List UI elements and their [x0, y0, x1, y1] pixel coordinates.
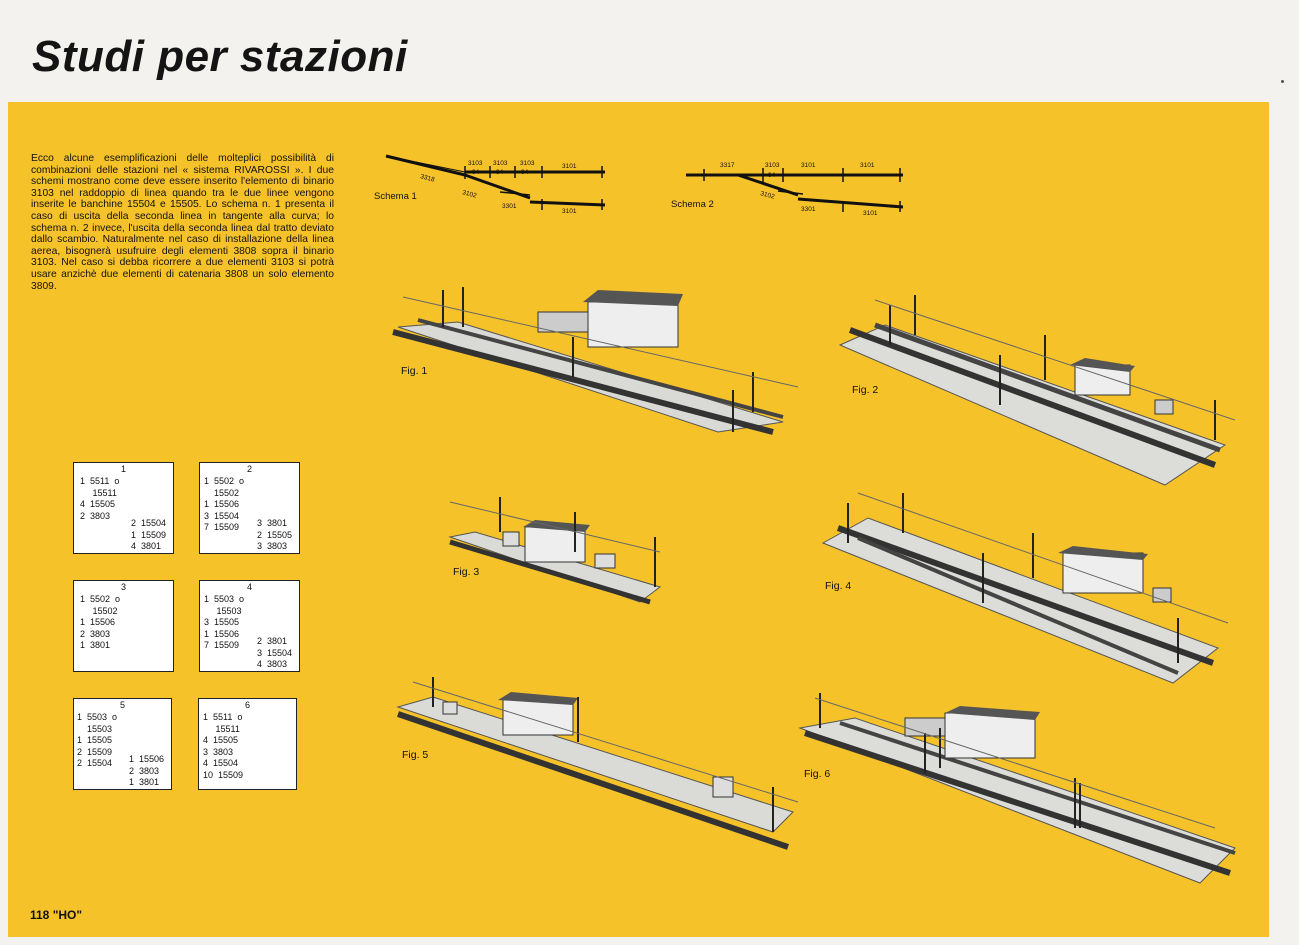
schema-1-code: 3101 [562, 208, 577, 215]
schema-2-label: Schema 2 [671, 199, 714, 210]
station-model-fig-4 [821, 492, 1229, 684]
page-footer: 118 "HO" [30, 908, 83, 922]
schema-2-diagram: 3317 3103 3101 3101 94 3102 3301 3101 Sc… [671, 162, 904, 217]
schema-1-code: 94 [472, 169, 480, 176]
schema-1-diagram: 3103 3103 3103 3101 94 94 94 3318 3102 3… [374, 154, 606, 215]
station-model-fig-5 [396, 677, 799, 850]
page-title: Studi per stazioni [32, 32, 408, 81]
schema-1-code: 3318 [419, 173, 435, 184]
schema-2-code: 3101 [801, 162, 816, 169]
schema-1-code: 3102 [461, 189, 477, 200]
schema-1-label: Schema 1 [374, 191, 417, 202]
figure-label-3: Fig. 3 [453, 566, 480, 578]
layout-box-number: 3 [120, 582, 126, 592]
schema-1-code: 94 [496, 169, 504, 176]
schema-1-code: 3103 [468, 160, 483, 167]
schema-2-code: 3102 [759, 190, 775, 201]
schema-1-code: 3301 [502, 203, 517, 210]
schema-2-code: 3103 [765, 162, 780, 169]
figure-label-4: Fig. 4 [825, 580, 852, 592]
station-model-fig-1 [392, 287, 799, 435]
schema-2-code: 3301 [801, 206, 816, 213]
schema-1-code: 94 [521, 169, 529, 176]
schema-1-code: 3101 [562, 163, 577, 170]
station-model-fig-6 [798, 693, 1236, 884]
schema-2-code: 3101 [860, 162, 875, 169]
margin-dot [1281, 80, 1284, 83]
figure-label-5: Fig. 5 [402, 749, 429, 761]
schema-2-code: 3317 [720, 162, 735, 169]
layout-box-number: 6 [244, 700, 250, 710]
schema-1-code: 3103 [520, 160, 535, 167]
figure-label-1: Fig. 1 [401, 365, 428, 377]
figure-label-2: Fig. 2 [852, 384, 879, 396]
intro-text: Ecco alcune esemplificazioni delle molte… [31, 153, 334, 292]
layout-box-number: 5 [119, 700, 125, 710]
schema-2-code: 3101 [863, 210, 878, 217]
station-model-fig-3 [448, 497, 662, 605]
layout-box-number: 2 [246, 464, 252, 474]
layout-box-number: 1 [120, 464, 126, 474]
figure-label-6: Fig. 6 [804, 768, 831, 780]
layout-box-number: 4 [246, 582, 252, 592]
schema-1-code: 3103 [493, 160, 508, 167]
station-model-fig-2 [838, 295, 1235, 486]
schema-2-code: 94 [768, 172, 776, 179]
